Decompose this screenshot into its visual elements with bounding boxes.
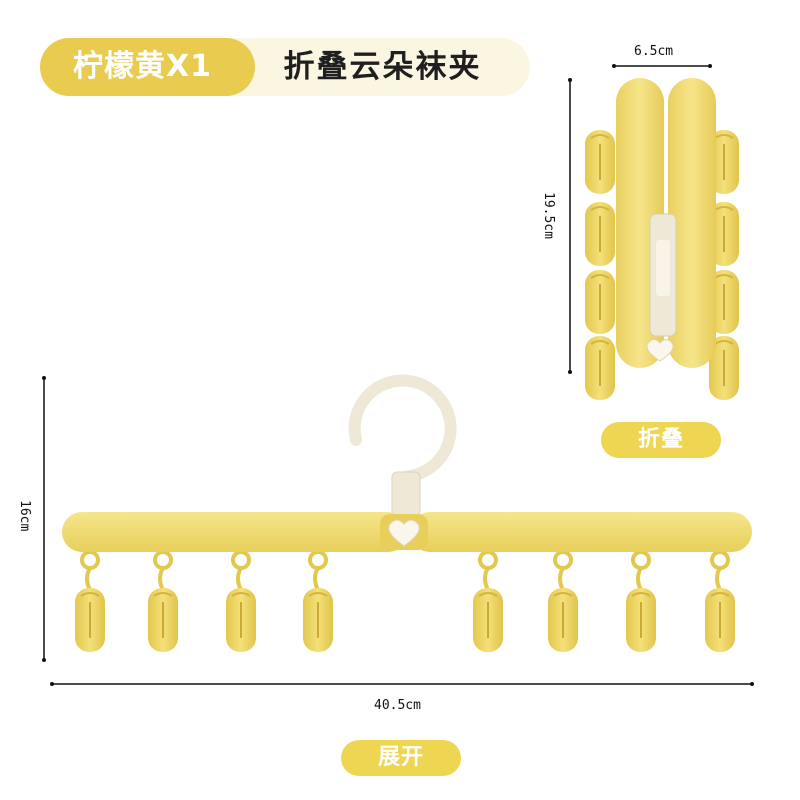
- unfolded-caption: 展开: [341, 740, 461, 776]
- folded-hanger-illustration: [568, 64, 740, 401]
- unfolded-width-label: 40.5cm: [374, 698, 421, 713]
- folded-height-label: 19.5cm: [541, 192, 556, 239]
- folded-width-label: 6.5cm: [634, 44, 674, 59]
- unfolded-height-label: 16cm: [17, 500, 32, 532]
- product-title: 折叠云朵袜夹: [283, 49, 482, 85]
- unfolded-hanger-illustration: [42, 374, 754, 686]
- folded-caption: 折叠: [601, 422, 721, 458]
- color-tag: 柠檬黄X1: [40, 38, 255, 96]
- color-tag-label: 柠檬黄X1: [72, 49, 212, 84]
